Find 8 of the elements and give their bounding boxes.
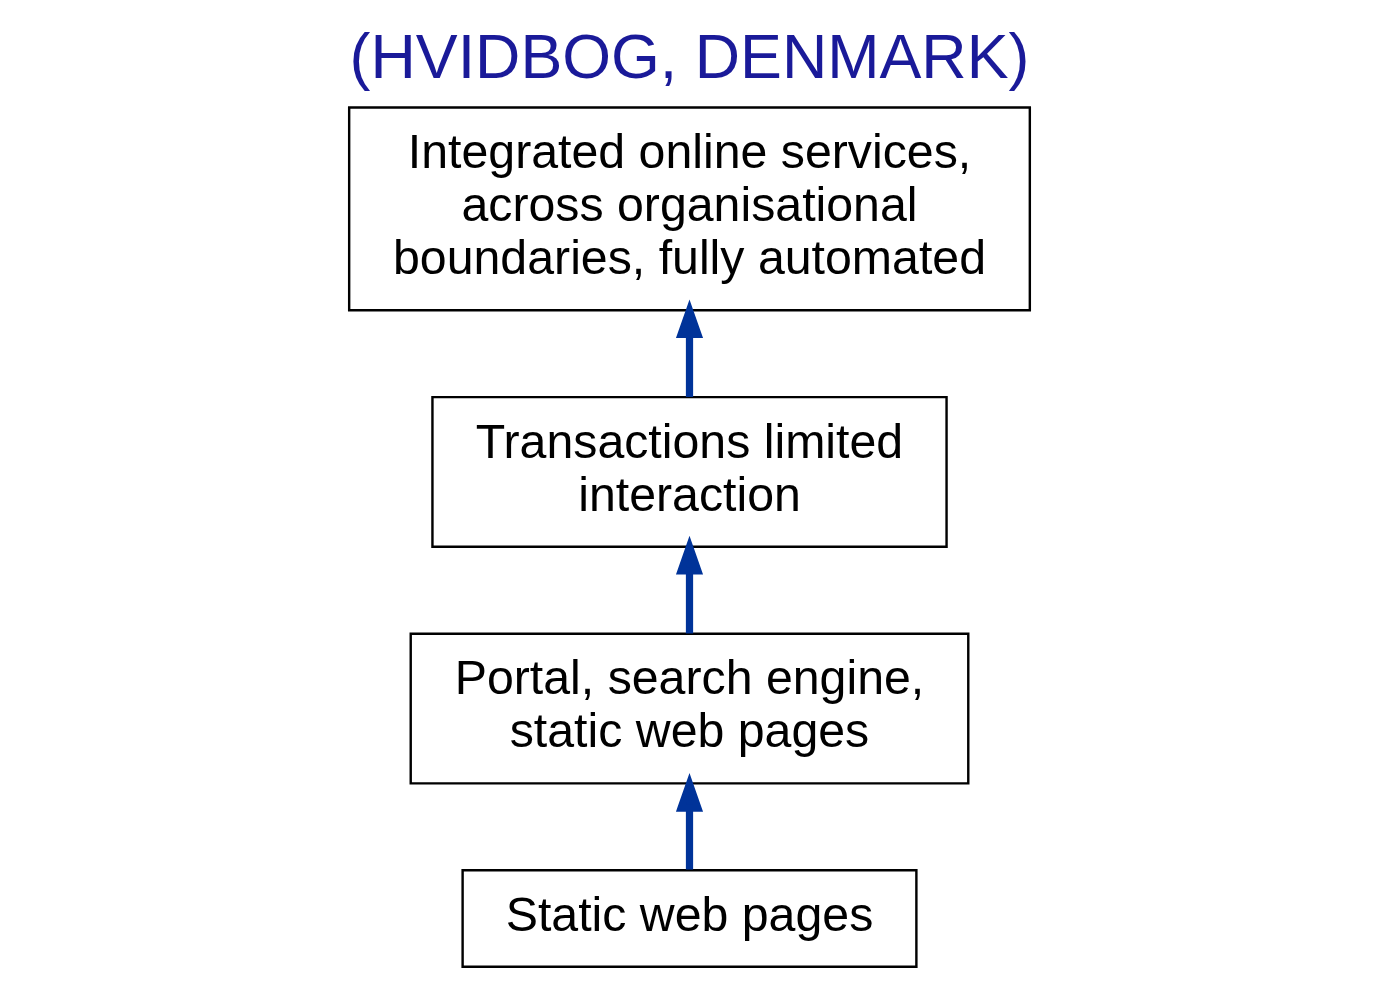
arrow [675,535,703,634]
arrow [675,299,703,397]
node-box: Portal, search engine, static web pages [409,632,969,785]
diagram-title: (HVIDBOG, DENMARK) [349,21,1029,92]
arrow [675,772,703,870]
node-box: Static web pages [460,869,918,968]
node-box: Integrated online services, across organisational boundaries, fully automated [347,106,1031,312]
node-box: Transactions limited interaction [430,395,948,548]
